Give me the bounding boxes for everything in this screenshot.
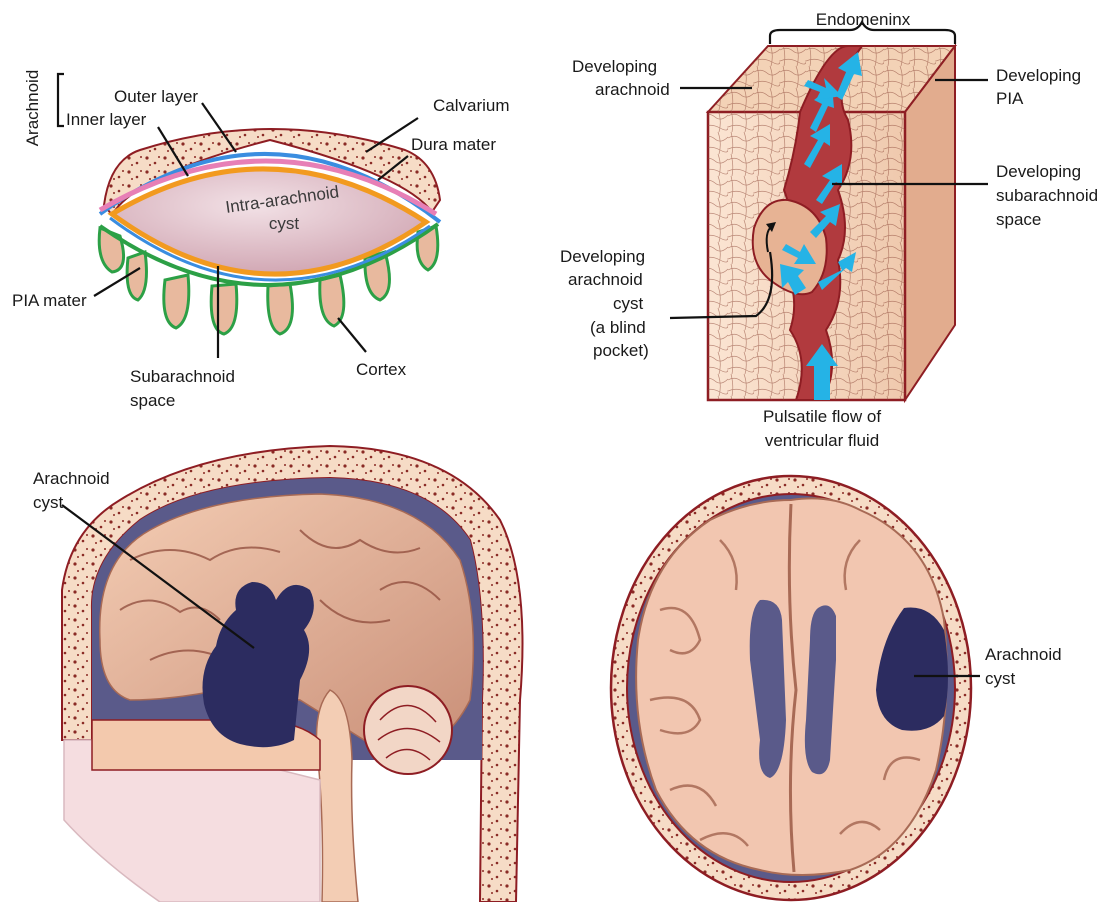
panel-b-endomeninx-block: Endomeninx Developing arachnoid Developi… (560, 10, 1098, 450)
developing-subarachnoid-label-2: subarachnoid (996, 186, 1098, 205)
developing-subarachnoid-label: Developing (996, 162, 1081, 181)
cortex-label: Cortex (356, 360, 407, 379)
developing-cyst-label: Developing (560, 247, 645, 266)
endomeninx-label: Endomeninx (816, 10, 911, 29)
developing-cyst-label-3: cyst (613, 294, 644, 313)
calvarium-label: Calvarium (433, 96, 510, 115)
developing-pia-label-2: PIA (996, 89, 1024, 108)
panel-d-axial-slice: Arachnoid cyst (611, 476, 1062, 900)
subarachnoid-label-2: space (130, 391, 175, 410)
developing-cyst-label-5: pocket) (593, 341, 649, 360)
axial-cyst-label: Arachnoid (985, 645, 1062, 664)
panel-a-intra-arachnoid-cyst: Intra-arachnoid cyst Arachnoid Outer lay… (12, 70, 510, 410)
developing-subarachnoid-label-3: space (996, 210, 1041, 229)
developing-cyst-label-4: (a blind (590, 318, 646, 337)
developing-cyst-label-2: arachnoid (568, 270, 643, 289)
subarachnoid-label: Subarachnoid (130, 367, 235, 386)
inner-layer-label: Inner layer (66, 110, 147, 129)
pulsatile-flow-label-2: ventricular fluid (765, 431, 879, 450)
outer-layer-label: Outer layer (114, 87, 198, 106)
panel-c-sagittal-head: Arachnoid cyst (33, 446, 523, 902)
sagittal-cyst-label: Arachnoid (33, 469, 110, 488)
cerebellum (364, 686, 452, 774)
developing-arachnoid-label-2: arachnoid (595, 80, 670, 99)
developing-arachnoid-label: Developing (572, 57, 657, 76)
pulsatile-flow-label: Pulsatile flow of (763, 407, 881, 426)
sagittal-cyst-label-2: cyst (33, 493, 64, 512)
arachnoid-bracket-label: Arachnoid (23, 70, 42, 147)
cyst-label-2: cyst (269, 214, 300, 233)
pia-mater-label: PIA mater (12, 291, 87, 310)
dura-mater-label: Dura mater (411, 135, 496, 154)
axial-cyst-label-2: cyst (985, 669, 1016, 688)
developing-pia-label: Developing (996, 66, 1081, 85)
